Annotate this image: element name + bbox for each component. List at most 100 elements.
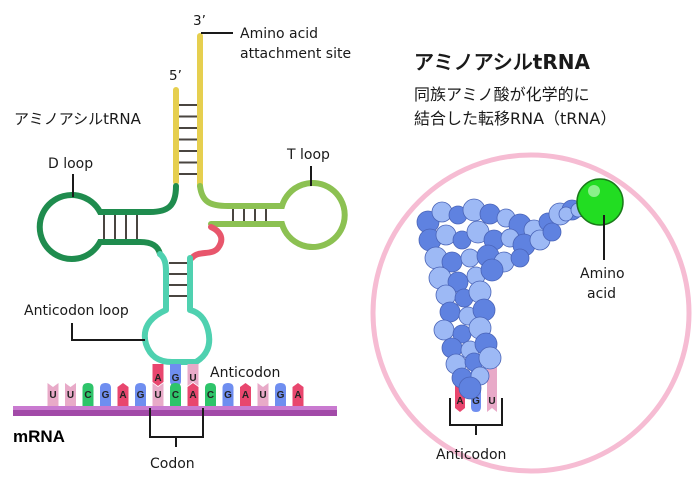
anticodon-base: A [152, 364, 164, 386]
mrna-base-letter: A [242, 390, 249, 401]
anticodon-arm [141, 251, 213, 365]
mrna-base: C [170, 383, 181, 407]
mrna-base-letter: C [207, 390, 214, 401]
anticodon-arm-base-pairs [169, 262, 187, 297]
t-arm-strand [197, 180, 348, 250]
trna-model-sphere [480, 258, 504, 282]
mrna-base-letter: A [294, 390, 301, 401]
trna-model-sphere [510, 248, 530, 268]
d-arm [36, 183, 179, 262]
right-subtitle-line1: 同族アミノ酸が化学的に [414, 85, 590, 104]
mrna-base-shape [257, 383, 269, 407]
magnified-view-circle [370, 152, 692, 474]
mrna-base-shape [240, 383, 251, 407]
mrna-base-letter: C [84, 390, 91, 401]
mrna-base: A [117, 383, 129, 407]
model-anticodon-base-letter: A [456, 396, 463, 407]
acceptor-stem [173, 33, 203, 189]
mrna-base: G [222, 383, 234, 407]
mrna-base-letter: U [154, 390, 161, 401]
mrna-base-letter: A [189, 390, 196, 401]
anticodon-base-letter: U [189, 373, 196, 384]
five-prime-label: 5’ [169, 68, 182, 84]
anticodon-base-letter: G [172, 373, 180, 384]
model-anticodon-base-letter: U [488, 396, 495, 407]
mrna-base-shape [292, 383, 304, 407]
t-arm [197, 180, 348, 250]
d-arm-base-pairs [103, 215, 138, 239]
mrna-base-shape [47, 383, 59, 407]
mrna-base-letter: U [259, 390, 266, 401]
anticodon-base-letter: A [154, 373, 161, 384]
mrna-base: U [152, 383, 164, 407]
mrna-base-shape [222, 383, 234, 407]
mrna-base-shape [187, 383, 199, 407]
right-title: アミノアシルtRNA [414, 50, 590, 74]
mrna-base-shape [205, 383, 216, 407]
mrna-base-shape [117, 383, 129, 407]
anticodon-base-shape [152, 364, 164, 386]
anticodon-base-shape [187, 364, 199, 386]
amino-acid-label-line2: acid [587, 286, 616, 302]
trna-model-sphere [433, 319, 455, 341]
d-arm-strand [36, 183, 179, 262]
trna-model-sphere [458, 376, 482, 400]
model-anticodon-label: Anticodon [436, 447, 506, 463]
mrna-backbone [13, 410, 337, 416]
amino-acid-ball [576, 178, 624, 226]
trna-model-sphere [479, 203, 501, 225]
model-anticodon-base: U [487, 365, 497, 412]
mrna-base: A [292, 383, 304, 407]
model-anticodon-base-shape [487, 365, 497, 412]
mrna-base-shape [275, 383, 286, 407]
trna-model-sphere [542, 222, 562, 242]
anticodon-base-shape [170, 364, 181, 386]
left-title: アミノアシルtRNA [14, 110, 142, 128]
mrna-base-letter: G [137, 390, 145, 401]
anticodon-loop-label: Anticodon loop [24, 303, 129, 319]
mrna-base: U [65, 383, 76, 407]
mrna-base-letter: U [49, 390, 56, 401]
mrna-base: U [257, 383, 269, 407]
mrna-base-letter: A [119, 390, 126, 401]
mrna-base-letter: U [67, 390, 74, 401]
d-loop-label: D loop [48, 156, 93, 172]
variable-loop [189, 224, 225, 261]
mrna-base-letter: G [102, 390, 110, 401]
anticodon-base: U [187, 364, 199, 386]
mrna-base: A [240, 383, 251, 407]
mrna-base: A [187, 383, 199, 407]
trna-model-sphere [460, 248, 480, 268]
mrna-base: C [82, 383, 94, 407]
amino-acid-attachment-label-line1: Amino acid [240, 26, 318, 42]
anticodon-label: Anticodon [210, 365, 280, 381]
mrna-base-shape [135, 383, 146, 407]
mrna-base-shape [152, 383, 164, 407]
model-anticodon-base-letter: G [472, 396, 480, 407]
trna-3d-model [416, 198, 594, 400]
amino-acid-sphere [576, 178, 624, 226]
mrna-label: mRNA [13, 427, 65, 446]
amino-acid-highlight [588, 185, 600, 197]
amino-acid-attachment-label-line2: attachment site [240, 46, 351, 62]
anticodon-arm-strand [141, 251, 213, 365]
trna-model-sphere [439, 301, 461, 323]
trna-3d-panel: アミノアシルtRNA 同族アミノ酸が化学的に 結合した転移RNA（tRNA） A… [370, 50, 692, 474]
mrna-base-shape [170, 383, 181, 407]
acceptor-stem-base-pairs [179, 104, 197, 175]
t-loop-label: T loop [286, 147, 330, 163]
t-arm-base-pairs [232, 209, 267, 221]
amino-acid-label-line1: Amino [580, 266, 625, 282]
trna-model-sphere [478, 346, 502, 370]
mrna-base: G [135, 383, 146, 407]
anticodon-loop-leader-line [71, 323, 145, 341]
three-prime-label: 3’ [193, 13, 206, 29]
mrna-base-shape [65, 383, 76, 407]
mrna-base-shape [82, 383, 94, 407]
mrna-base: G [275, 383, 286, 407]
right-subtitle-line2: 結合した転移RNA（tRNA） [414, 109, 616, 128]
